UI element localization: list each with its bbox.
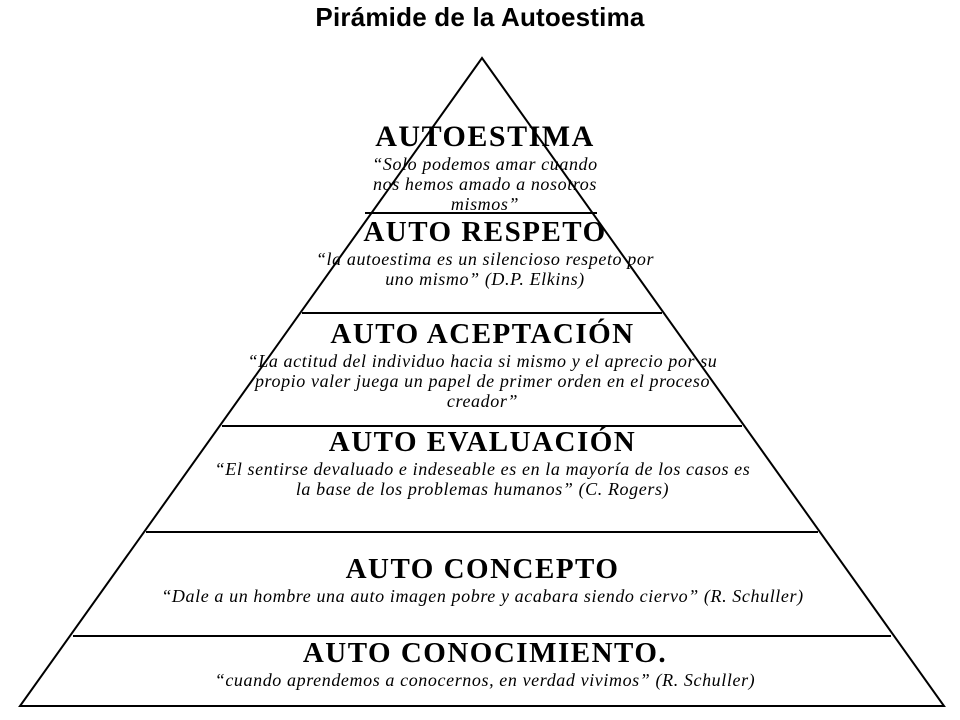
level-autoestima: AUTOESTIMA “Solo podemos amar cuando nos… xyxy=(325,120,645,214)
level-quote: “El sentirse devaluado e indeseable es e… xyxy=(214,459,751,499)
level-auto-conocimiento: AUTO CONOCIMIENTO. “cuando aprendemos a … xyxy=(60,637,910,690)
level-title: AUTO CONCEPTO xyxy=(345,553,620,585)
pyramid-outline xyxy=(18,56,946,707)
level-title: AUTOESTIMA xyxy=(375,120,595,153)
level-title: AUTO ACEPTACIÓN xyxy=(330,318,635,350)
level-quote: “Dale a un hombre una auto imagen pobre … xyxy=(161,586,804,606)
level-title: AUTO CONOCIMIENTO. xyxy=(302,637,668,669)
level-auto-respeto: AUTO RESPETO “la autoestima es un silenc… xyxy=(290,216,680,289)
level-auto-concepto: AUTO CONCEPTO “Dale a un hombre una auto… xyxy=(150,553,815,606)
level-quote: “Solo podemos amar cuando nos hemos amad… xyxy=(372,154,598,214)
page-title: Pirámide de la Autoestima xyxy=(315,2,645,32)
level-auto-aceptacion: AUTO ACEPTACIÓN “La actitud del individu… xyxy=(215,318,750,411)
level-auto-evaluacion: AUTO EVALUACIÓN “El sentirse devaluado e… xyxy=(200,426,765,499)
level-title: AUTO RESPETO xyxy=(363,216,607,248)
level-quote: “la autoestima es un silencioso respeto … xyxy=(315,249,655,289)
level-quote: “La actitud del individuo hacia si mismo… xyxy=(247,351,718,411)
level-quote: “cuando aprendemos a conocernos, en verd… xyxy=(214,670,756,690)
level-title: AUTO EVALUACIÓN xyxy=(328,426,637,458)
